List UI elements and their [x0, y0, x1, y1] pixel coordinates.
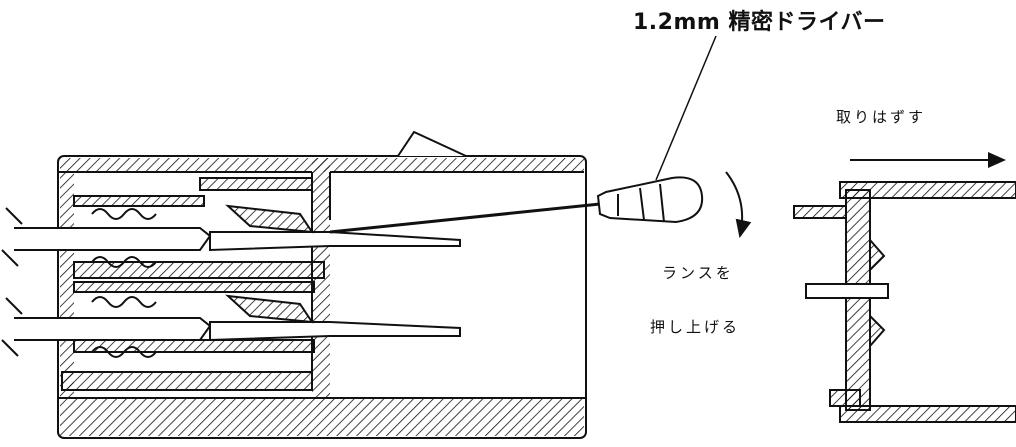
tool-leader-line [655, 35, 717, 181]
connector-housing [57, 130, 587, 439]
removed-housing [793, 181, 1016, 423]
lance-label-line2: 押し上げる [650, 318, 741, 336]
rotation-arrow [725, 171, 752, 238]
lance-label-line1: ランスを [662, 264, 734, 282]
remove-label: 取りはずす [836, 108, 927, 126]
wire-break-marks [1, 207, 23, 357]
upper-terminal [14, 204, 461, 268]
lower-terminal [14, 294, 461, 358]
tool-label: 1.2mm 精密ドライバー [633, 10, 886, 35]
precision-screwdriver [329, 176, 704, 234]
